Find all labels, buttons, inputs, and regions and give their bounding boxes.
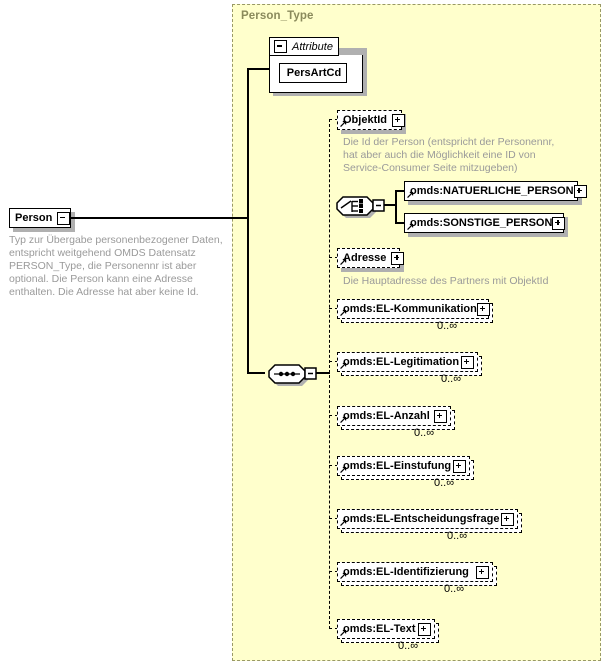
plus-expander-icon[interactable] <box>476 302 490 316</box>
element-el-legitimation-label: omds:EL-Legitimation <box>343 356 460 368</box>
connector-choice-to-sonstige <box>395 222 404 224</box>
el-anzahl-cardinality: 0..∞ <box>414 427 435 439</box>
element-el-legitimation[interactable]: omds:EL-Legitimation ↗ <box>337 352 478 372</box>
connector-choice-to-natuerliche <box>395 190 404 192</box>
plus-expander-icon[interactable] <box>501 512 514 526</box>
minus-expander-icon[interactable] <box>57 211 71 225</box>
reference-arrow-icon: ↗ <box>406 222 415 233</box>
element-el-entscheidungsfrage-label: omds:EL-Entscheidungsfrage <box>343 513 500 525</box>
connector-person-to-trunk <box>71 217 248 219</box>
type-container <box>232 4 601 661</box>
sequence-icon <box>268 364 317 386</box>
element-sonstige-person-label: omds:SONSTIGE_PERSON <box>410 217 553 229</box>
element-el-text[interactable]: omds:EL-Text ↗ <box>337 619 435 639</box>
element-objektid[interactable]: ObjektId ↗ <box>337 110 406 130</box>
element-el-anzahl-label: omds:EL-Anzahl <box>343 410 430 422</box>
connector-sequence-out <box>314 372 330 374</box>
element-objektid-documentation: Die Id der Person (entspricht der Person… <box>343 136 555 174</box>
element-adresse-label: Adresse <box>343 252 387 264</box>
element-sonstige-person[interactable]: omds:SONSTIGE_PERSON ↗ <box>404 213 566 233</box>
attribute-group-tab[interactable]: Attribute <box>269 37 339 56</box>
plus-expander-icon[interactable] <box>552 216 566 230</box>
reference-arrow-icon: ↗ <box>339 465 348 476</box>
reference-arrow-icon: ↗ <box>339 119 348 130</box>
connector-trunk-vertical <box>247 68 249 373</box>
choice-compositor[interactable] <box>333 190 385 220</box>
connector-to-el-einstufung <box>329 465 338 466</box>
element-el-kommunikation[interactable]: omds:EL-Kommunikation ↗ <box>337 299 490 319</box>
element-adresse[interactable]: Adresse ↗ <box>337 248 405 268</box>
element-el-einstufung[interactable]: omds:EL-Einstufung ↗ <box>337 456 470 476</box>
element-el-identifizierung[interactable]: omds:EL-Identifizierung ↗ <box>337 562 493 582</box>
attribute-persartcd[interactable]: PersArtCd <box>279 63 347 83</box>
element-el-anzahl[interactable]: omds:EL-Anzahl ↗ <box>337 406 451 426</box>
connector-to-el-identifizierung <box>329 571 338 572</box>
el-kommunikation-cardinality: 0..∞ <box>437 320 458 332</box>
root-element-person[interactable]: Person <box>9 208 71 228</box>
type-title: Person_Type <box>241 10 314 22</box>
connector-trunk-to-sequence <box>247 372 265 374</box>
plus-expander-icon[interactable] <box>391 251 405 265</box>
element-el-text-label: omds:EL-Text <box>343 623 416 635</box>
plus-expander-icon[interactable] <box>392 113 406 127</box>
el-entscheidungsfrage-cardinality: 0..∞ <box>447 530 468 542</box>
reference-arrow-icon: ↗ <box>339 415 348 426</box>
reference-arrow-icon: ↗ <box>406 190 415 201</box>
connector-to-adresse <box>329 257 338 258</box>
reference-arrow-icon: ↗ <box>339 361 348 372</box>
reference-arrow-icon: ↗ <box>339 308 348 319</box>
element-natuerliche-person-label: omds:NATUERLICHE_PERSON <box>410 185 574 197</box>
connector-children-trunk <box>329 119 330 629</box>
plus-expander-icon[interactable] <box>434 409 447 423</box>
reference-arrow-icon: ↗ <box>339 518 348 529</box>
connector-to-el-legitimation <box>329 361 338 362</box>
element-natuerliche-person[interactable]: omds:NATUERLICHE_PERSON ↗ <box>404 181 587 201</box>
root-element-label: Person <box>15 212 53 224</box>
el-einstufung-cardinality: 0..∞ <box>434 477 455 489</box>
plus-expander-icon[interactable] <box>461 355 474 369</box>
element-el-identifizierung-label: omds:EL-Identifizierung <box>343 566 469 578</box>
connector-trunk-to-attribute <box>247 68 269 70</box>
minus-expander-icon[interactable] <box>274 40 287 53</box>
connector-choice-branch-vertical <box>395 190 397 223</box>
element-adresse-documentation: Die Hauptadresse des Partners mit Objekt… <box>343 275 549 287</box>
connector-to-el-kommunikation <box>329 308 338 309</box>
connector-choice-out <box>382 204 396 206</box>
element-el-entscheidungsfrage[interactable]: omds:EL-Entscheidungsfrage ↗ <box>337 509 518 529</box>
el-text-cardinality: 0..∞ <box>398 640 419 652</box>
sequence-compositor[interactable] <box>265 358 317 388</box>
element-el-kommunikation-label: omds:EL-Kommunikation <box>343 303 477 315</box>
connector-to-el-entscheidungsfrage <box>329 518 338 519</box>
reference-arrow-icon: ↗ <box>339 628 348 639</box>
choice-icon <box>336 196 385 218</box>
reference-arrow-icon: ↗ <box>339 571 348 582</box>
plus-expander-icon[interactable] <box>418 622 431 636</box>
plus-expander-icon[interactable] <box>573 184 587 198</box>
reference-arrow-icon: ↗ <box>339 257 348 268</box>
root-element-documentation: Typ zur Übergabe personenbezogener Daten… <box>9 234 223 298</box>
attribute-persartcd-label: PersArtCd <box>286 67 342 79</box>
el-identifizierung-cardinality: 0..∞ <box>444 583 465 595</box>
connector-to-el-text <box>329 628 338 629</box>
element-objektid-label: ObjektId <box>343 114 388 126</box>
connector-to-objektid <box>329 119 338 120</box>
element-el-einstufung-label: omds:EL-Einstufung <box>343 460 452 472</box>
el-legitimation-cardinality: 0..∞ <box>441 373 462 385</box>
plus-expander-icon[interactable] <box>453 459 466 473</box>
attribute-group-label: Attribute <box>292 40 333 53</box>
connector-to-el-anzahl <box>329 415 338 416</box>
plus-expander-icon[interactable] <box>476 565 489 579</box>
